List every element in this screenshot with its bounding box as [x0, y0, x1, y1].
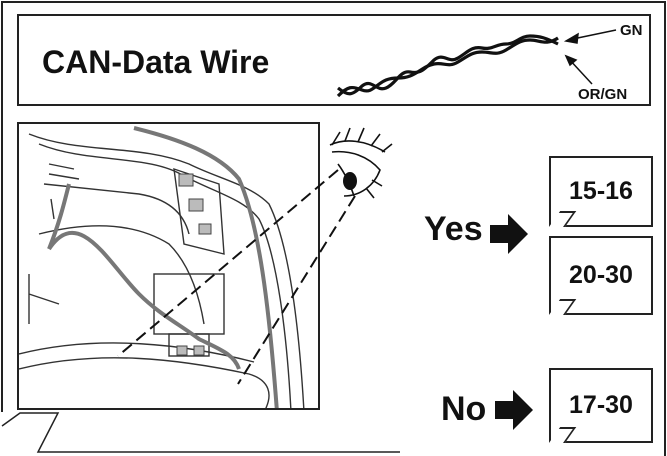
page-fold-icon — [549, 427, 577, 443]
wire-label-gn: GN — [620, 22, 643, 39]
yes-right-arrow-icon — [490, 214, 528, 254]
answer-no: No — [441, 390, 487, 428]
wire-label-or-gn: OR/GN — [578, 86, 628, 103]
no-right-arrow-icon — [495, 390, 533, 430]
answer-yes: Yes — [424, 210, 483, 248]
reference-label: 20-30 — [569, 261, 633, 289]
vehicle-trunk-illustration — [17, 122, 320, 410]
reference-label: 17-30 — [569, 391, 633, 419]
reference-label: 15-16 — [569, 177, 633, 205]
trunk-drawing — [19, 126, 305, 408]
page-fold-icon — [549, 211, 577, 227]
reference-card-yes-secondary[interactable]: 20-30 — [549, 236, 653, 315]
reference-card-yes-primary[interactable]: 15-16 — [549, 156, 653, 227]
page-fold-icon — [549, 299, 577, 315]
page-title: CAN-Data Wire — [42, 44, 270, 80]
title-box — [17, 14, 651, 106]
reference-card-no[interactable]: 17-30 — [549, 368, 653, 443]
